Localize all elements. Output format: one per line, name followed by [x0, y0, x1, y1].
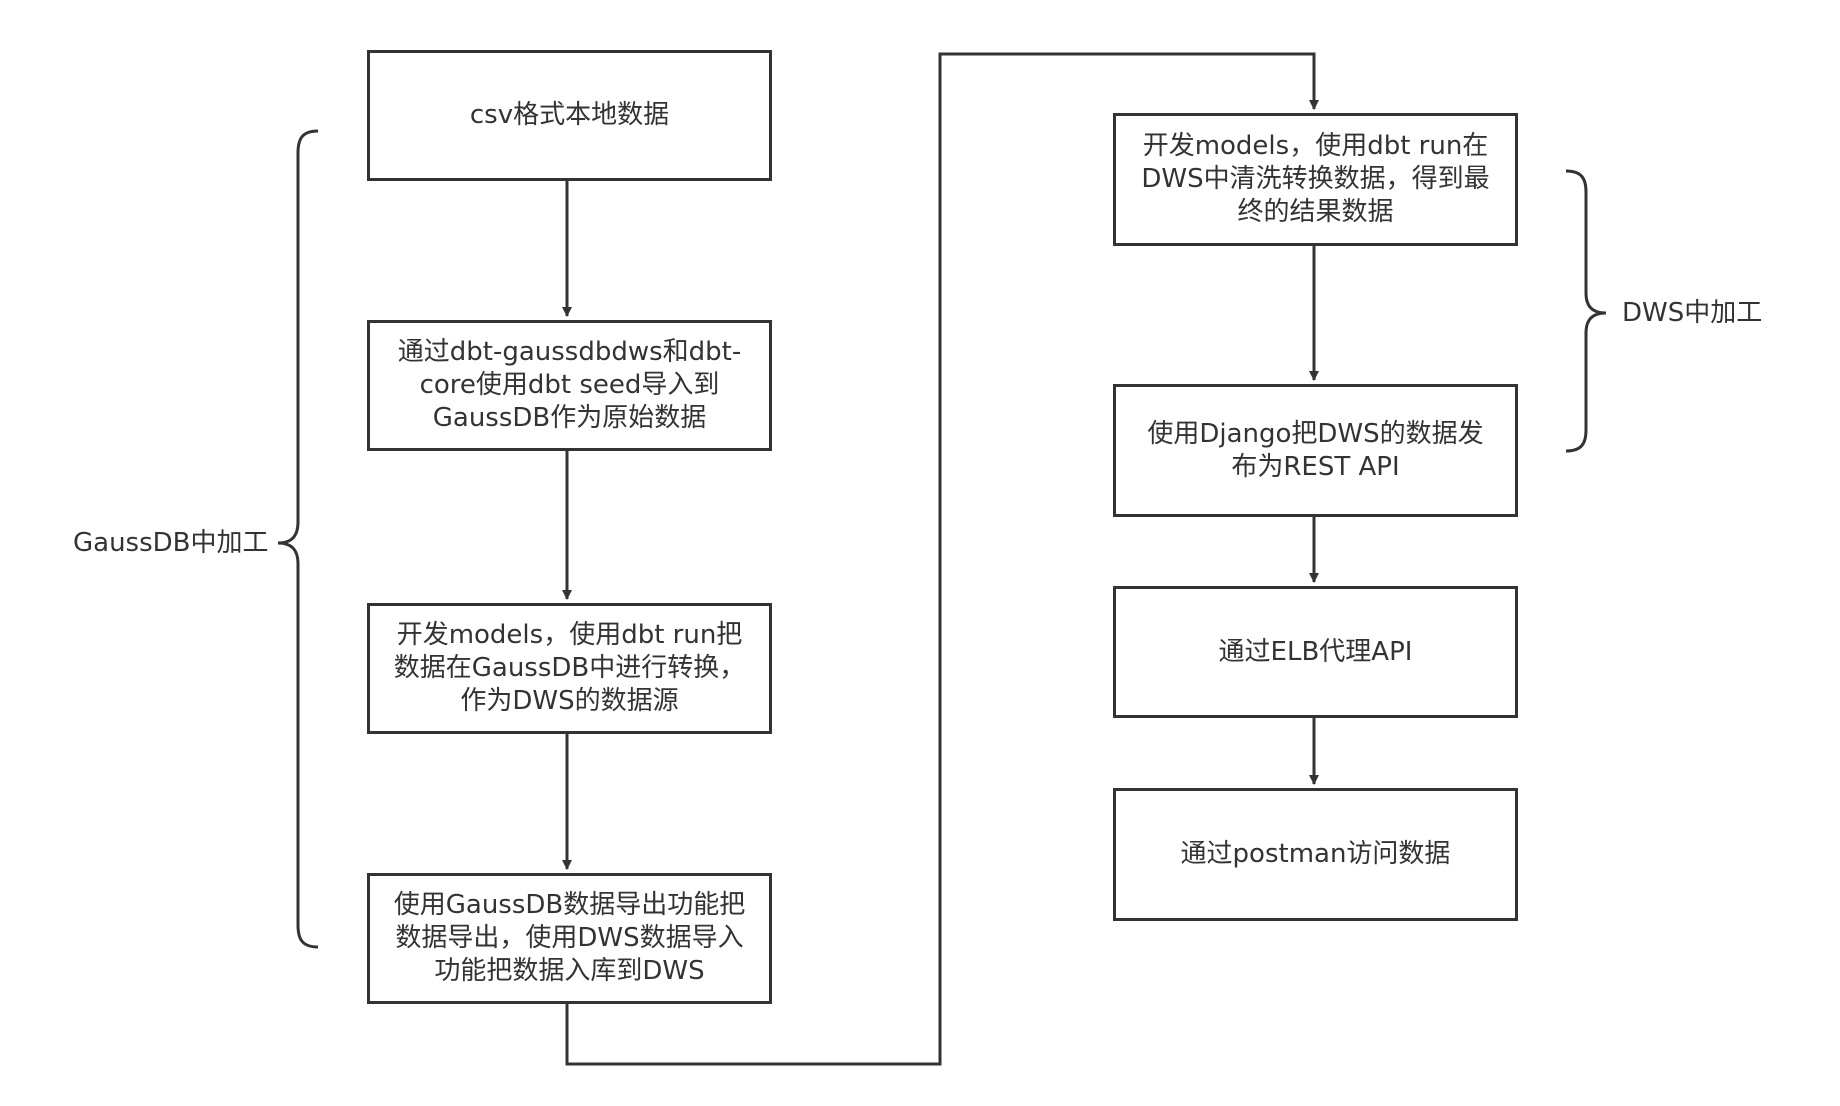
node-dbt-seed-import-label: 通过dbt-gaussdbdws和dbt-core使用dbt seed导入到Ga… [397, 337, 742, 433]
node-dws-models-clean: 开发models，使用dbt run在DWS中清洗转换数据，得到最终的结果数据 [1113, 113, 1518, 246]
node-elb-proxy-label: 通过ELB代理API [1218, 636, 1413, 667]
node-postman-access: 通过postman访问数据 [1113, 788, 1518, 921]
node-gaussdb-export-dws-import: 使用GaussDB数据导出功能把数据导出，使用DWS数据导入功能把数据入库到DW… [367, 873, 772, 1004]
gaussdb-group-label: GaussDB中加工 [73, 528, 269, 558]
node-django-rest-api-label: 使用Django把DWS的数据发布为REST API [1147, 418, 1484, 482]
dws-group-brace [1565, 169, 1607, 453]
node-django-rest-api: 使用Django把DWS的数据发布为REST API [1113, 384, 1518, 517]
dws-group-label: DWS中加工 [1622, 298, 1763, 328]
arrow-export-to-dws-models [565, 52, 1319, 1066]
node-csv-local-data: csv格式本地数据 [367, 50, 772, 181]
node-gaussdb-models-transform-label: 开发models，使用dbt run把数据在GaussDB中进行转换，作为DWS… [393, 620, 746, 716]
gaussdb-group-brace [277, 129, 319, 949]
node-gaussdb-models-transform: 开发models，使用dbt run把数据在GaussDB中进行转换，作为DWS… [367, 603, 772, 734]
node-gaussdb-export-dws-import-label: 使用GaussDB数据导出功能把数据导出，使用DWS数据导入功能把数据入库到DW… [393, 890, 746, 986]
node-elb-proxy: 通过ELB代理API [1113, 586, 1518, 718]
node-dws-models-clean-label: 开发models，使用dbt run在DWS中清洗转换数据，得到最终的结果数据 [1141, 131, 1490, 227]
node-postman-access-label: 通过postman访问数据 [1180, 839, 1451, 869]
node-dbt-seed-import: 通过dbt-gaussdbdws和dbt-core使用dbt seed导入到Ga… [367, 320, 772, 451]
node-csv-local-data-label: csv格式本地数据 [469, 100, 670, 130]
